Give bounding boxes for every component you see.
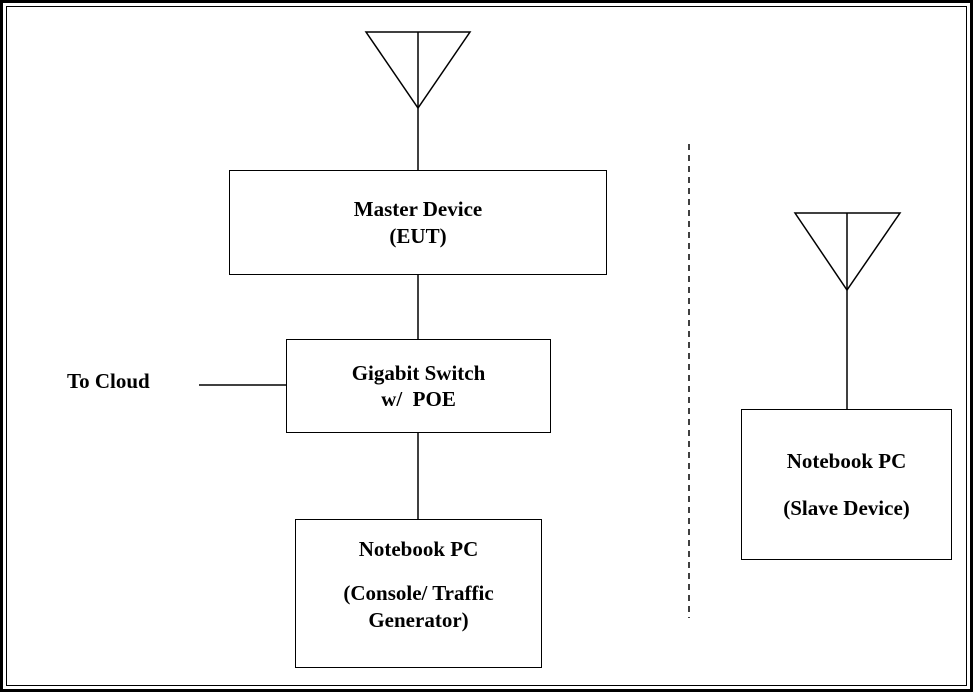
master-device-box: Master Device (EUT) (229, 170, 607, 275)
master-device-label: Master Device (353, 197, 483, 222)
slave-antenna-icon (793, 212, 902, 409)
notebook-slave-box: Notebook PC (Slave Device) (741, 409, 952, 560)
switch-sublabel: w/ POE (381, 387, 456, 411)
switch-label: Gigabit Switch (351, 360, 486, 385)
gigabit-switch-box: Gigabit Switch w/ POE (286, 339, 551, 433)
master-antenna-icon (364, 31, 472, 170)
notebook-slave-label: Notebook PC (786, 449, 907, 474)
inner-frame (6, 6, 967, 686)
notebook-console-role-line1: (Console/ Traffic (343, 581, 494, 606)
notebook-console-box: Notebook PC (Console/ Traffic Generator) (295, 519, 542, 668)
master-device-sublabel: (EUT) (389, 223, 447, 248)
notebook-slave-role: (Slave Device) (783, 495, 910, 520)
notebook-console-role-line2: Generator) (368, 607, 469, 632)
to-cloud-label: To Cloud (67, 369, 150, 393)
notebook-console-label: Notebook PC (358, 537, 479, 561)
